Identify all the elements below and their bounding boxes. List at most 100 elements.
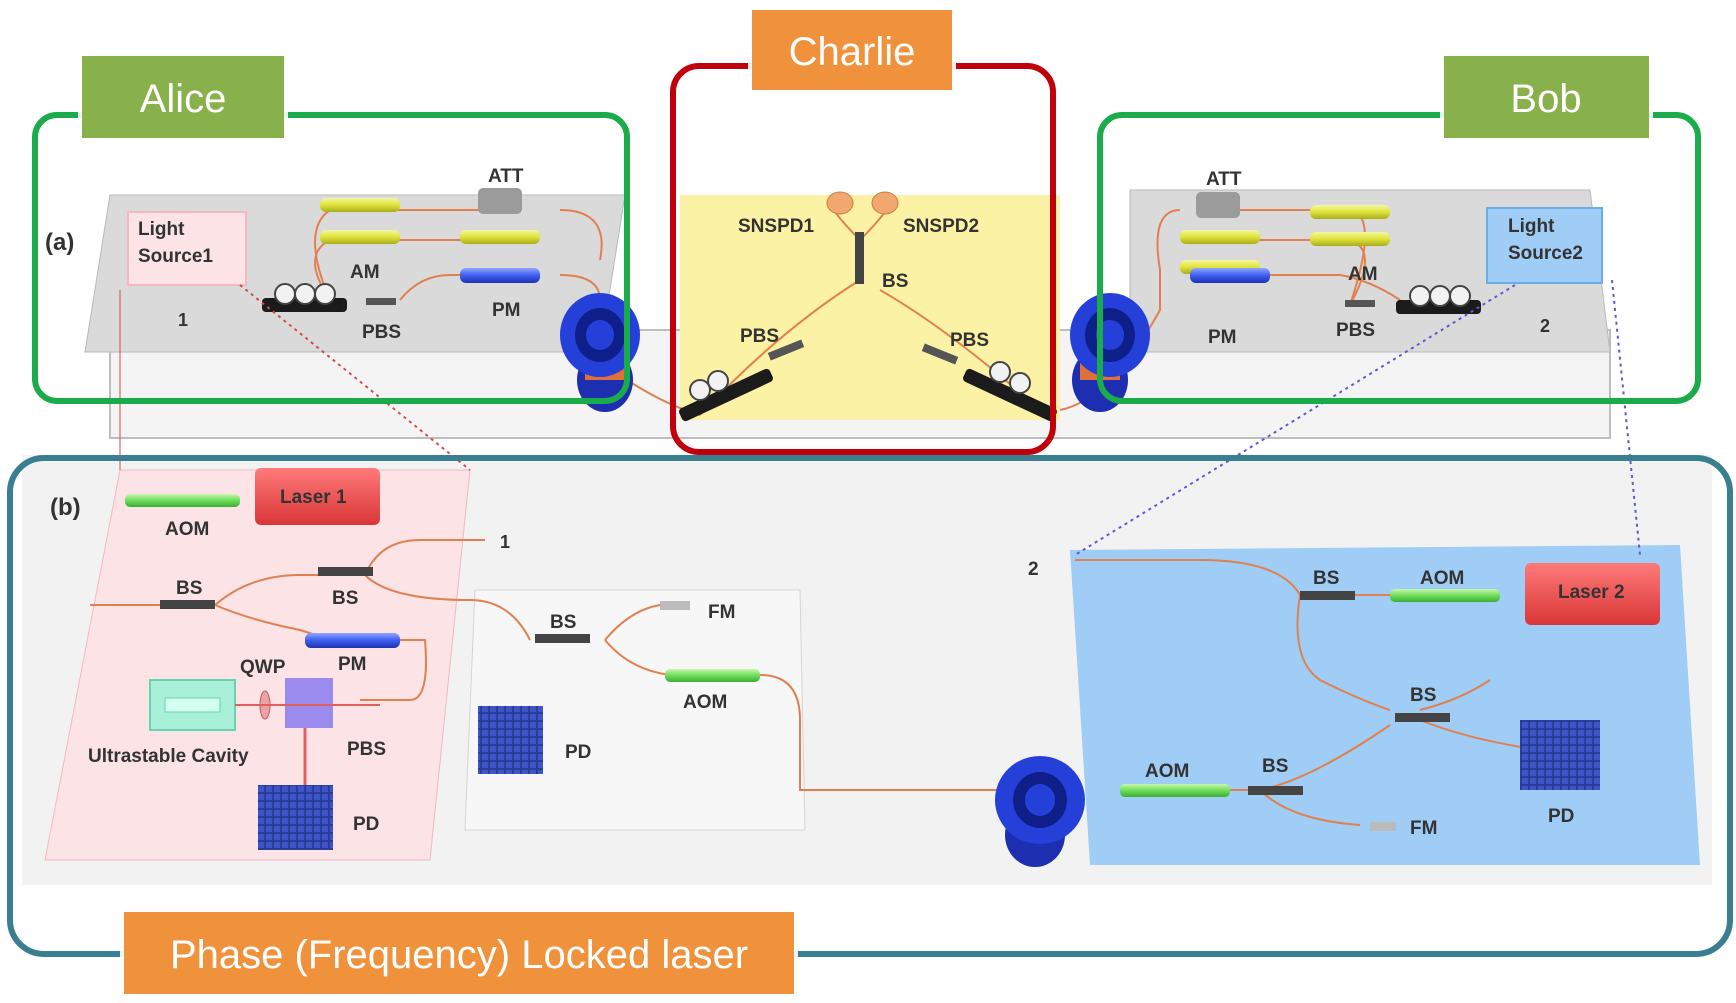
bob-pbs: [1345, 300, 1375, 307]
laser-1: [255, 468, 380, 525]
laser2-pd-label: PD: [1548, 806, 1574, 827]
bob-pm-label: PM: [1208, 327, 1237, 348]
charlie-pbs-right-label: PBS: [950, 330, 989, 351]
alice-pm-label: PM: [492, 300, 521, 321]
middle-aom: [665, 669, 760, 682]
panel-a-label: (a): [45, 229, 74, 256]
pc-loop: [689, 379, 711, 401]
bob-frame: [1097, 112, 1701, 404]
pc-loop: [294, 283, 316, 305]
am-rod-2: [320, 230, 400, 244]
pc-loop: [989, 361, 1011, 383]
att: [478, 188, 522, 214]
laser2-components: 2 Laser 2 BS AOM BS AOM BS FM PD: [1028, 559, 1660, 839]
laser1-pd-label: PD: [353, 814, 379, 835]
laser2-bs-bottom-label: BS: [1262, 756, 1288, 777]
bob-pm-rod: [1190, 268, 1270, 283]
laser-tag: Phase (Frequency) Locked laser: [120, 908, 798, 998]
laser2-bs-bottom: [1248, 786, 1303, 795]
middle-bs: [535, 634, 590, 643]
laser1-aom-label: AOM: [165, 519, 209, 540]
pc-loop: [1429, 285, 1451, 307]
charlie-tag-text: Charlie: [789, 30, 916, 74]
snspd2-label: SNSPD2: [903, 216, 979, 237]
light-source-1-line2: Source1: [138, 246, 213, 267]
light-source-1: [127, 211, 247, 286]
pc-loop: [1409, 285, 1431, 307]
laser2-bs-top-label: BS: [1313, 568, 1339, 589]
laser1-port-label: 1: [500, 532, 510, 552]
alice-pbs-label: PBS: [362, 322, 401, 343]
light-source-2-line2: Source2: [1508, 243, 1583, 264]
laser2-aom-top-label: AOM: [1420, 568, 1464, 589]
laser2-bs-mid: [1395, 713, 1450, 722]
bob-am-rod-4: [1310, 232, 1390, 246]
bob-components: Light Source2 ATT AM PM PBS 2: [1180, 169, 1603, 348]
laser2-aom-bottom-label: AOM: [1145, 761, 1189, 782]
alice-port-label: 1: [178, 310, 188, 330]
middle-components: BS FM AOM PD: [478, 601, 760, 774]
middle-fm: [660, 601, 690, 610]
cavity-core: [164, 697, 221, 713]
pc-loop: [274, 283, 296, 305]
laser2-bs-mid-label: BS: [1410, 685, 1436, 706]
pm-rod: [460, 268, 540, 283]
laser-1-label: Laser 1: [280, 487, 347, 508]
laser1-pbs-label: PBS: [347, 739, 386, 760]
pc-loop: [314, 283, 336, 305]
charlie-bs-label: BS: [882, 271, 908, 292]
charlie-components: SNSPD1 SNSPD2 BS PBS PBS: [679, 191, 1057, 422]
laser-2: [1525, 563, 1660, 625]
laser1-bs1: [160, 600, 215, 609]
bob-am-rod-1: [1180, 230, 1260, 244]
middle-aom-label: AOM: [683, 692, 727, 713]
laser1-pd: [258, 785, 333, 850]
laser1-components: Laser 1 AOM BS BS 1 PM QWP PBS Ultrastab…: [88, 468, 510, 850]
bob-tag: Bob: [1440, 52, 1653, 142]
laser2-port-label: 2: [1028, 559, 1039, 580]
cavity-label: Ultrastable Cavity: [88, 746, 249, 767]
snspd1-detector: [826, 191, 854, 215]
laser1-aom: [125, 494, 240, 507]
laser2-aom-top: [1390, 589, 1500, 602]
laser1-pm: [305, 633, 400, 648]
laser2-pd: [1520, 720, 1600, 790]
pc-loop: [707, 370, 729, 392]
qwp-label: QWP: [240, 657, 286, 678]
fiber-spool-b: [995, 756, 1085, 867]
charlie-pc-left: [679, 368, 773, 422]
am-rod-3: [460, 230, 540, 244]
laser-tag-text: Phase (Frequency) Locked laser: [170, 933, 748, 977]
charlie-tag: Charlie: [748, 6, 956, 94]
middle-bs-label: BS: [550, 612, 576, 633]
middle-fm-label: FM: [708, 602, 735, 623]
charlie-pbs-right: [921, 343, 959, 365]
bob-pbs-label: PBS: [1336, 320, 1375, 341]
laser1-bs2: [318, 567, 373, 576]
bob-att-label: ATT: [1206, 169, 1242, 190]
charlie-pbs-left-label: PBS: [740, 326, 779, 347]
laser-2-label: Laser 2: [1558, 582, 1625, 603]
middle-pd: [478, 706, 543, 774]
middle-pd-label: PD: [565, 742, 591, 763]
laser2-bs-top: [1300, 591, 1355, 600]
bob-am-rod-3: [1310, 205, 1390, 219]
alice-att-label: ATT: [488, 166, 524, 187]
alice-am-label: AM: [350, 262, 380, 283]
light-source-1-line1: Light: [138, 219, 185, 240]
bob-port-label: 2: [1540, 316, 1550, 336]
alice-frame: [32, 112, 630, 404]
middle-board: [464, 589, 806, 831]
bob-att: [1196, 192, 1240, 218]
laser2-aom-bottom: [1120, 784, 1230, 797]
laser1-pbs-cube: [285, 678, 333, 728]
laser-frame: [7, 455, 1733, 957]
alice-components: Light Source1 ATT AM PM PBS 1: [127, 166, 540, 343]
bob-am-label: AM: [1348, 264, 1378, 285]
laser2-fm-label: FM: [1410, 818, 1437, 839]
snspd1-label: SNSPD1: [738, 216, 814, 237]
sync-links: [239, 279, 1641, 556]
laser1-pm-label: PM: [338, 654, 367, 675]
charlie-bs: [855, 232, 864, 284]
